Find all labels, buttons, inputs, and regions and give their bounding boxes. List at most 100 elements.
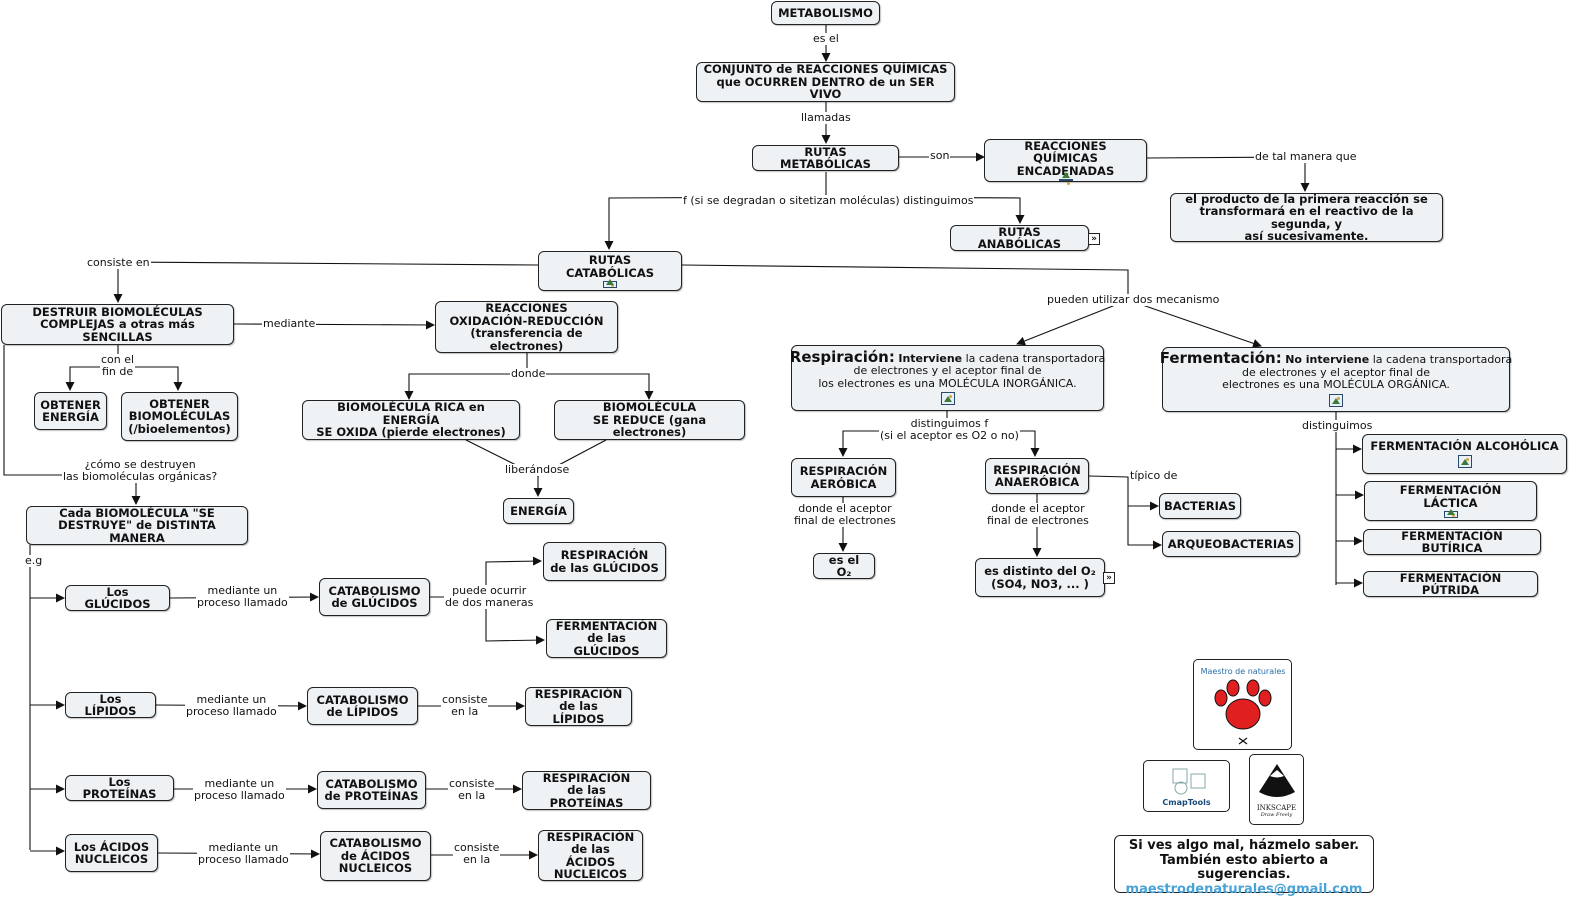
respiracion-rest2: de electrones y el aceptor final de	[853, 364, 1042, 378]
email-link[interactable]: maestrodenaturales@gmail.com	[1125, 881, 1363, 897]
label-tipico-de: típico de	[1129, 469, 1179, 482]
node-producto[interactable]: el producto de la primera reacción se tr…	[1170, 191, 1443, 243]
node-rutas-metabolicas[interactable]: RUTAS METABÓLICAS	[752, 145, 899, 171]
label-distinguimos: distinguimos	[1301, 419, 1374, 432]
node-resp-anaerobica[interactable]: RESPIRACIÓN ANAERÓBICA	[985, 458, 1089, 494]
node-text: RUTAS METABÓLICAS	[780, 144, 871, 171]
image-icon[interactable]	[1058, 172, 1073, 186]
node-respiracion-glucidos[interactable]: RESPIRACIÓN de las GLÚCIDOS	[543, 542, 666, 581]
link-mecanismo	[681, 264, 1129, 300]
node-arqueobacterias[interactable]: ARQUEOBACTERIAS	[1162, 531, 1300, 557]
node-text: BACTERIAS	[1163, 498, 1237, 513]
image-icon[interactable]	[940, 392, 955, 406]
fermentacion-title: Fermentación:	[1159, 349, 1282, 368]
inkscape-icon	[1258, 763, 1295, 797]
node-distinto-o2[interactable]: es distinto del O₂ (SO4, NO3, ... )	[975, 558, 1105, 597]
label-de-tal-manera: de tal manera que	[1254, 150, 1358, 163]
node-respiracion-acidos[interactable]: RESPIRACIÓN de las ÁCIDOS NUCLEICOS	[538, 830, 643, 881]
node-text: CONJUNTO de REACCIONES QUÍMICAS que OCUR…	[703, 62, 948, 102]
node-text: Los LÍPIDOS	[84, 691, 137, 718]
label-donde: donde	[510, 367, 547, 380]
node-ferm-lactica[interactable]: FERMENTACIÓN LÁCTICA	[1364, 481, 1537, 521]
label-consiste-acidos: consiste en la	[453, 841, 501, 866]
link-fin2	[118, 366, 183, 391]
label-donde-aceptor-anaerobica: donde el aceptor final de electrones	[986, 502, 1090, 527]
node-text: RESPIRACIÓN ANAERÓBICA	[993, 462, 1081, 489]
node-catabolismo-proteinas[interactable]: CATABOLISMO de PROTEÍNAS	[317, 771, 426, 809]
image-icon[interactable]	[1329, 393, 1343, 407]
node-ferm-putrida[interactable]: FERMENTACIÓN PÚTRIDA	[1363, 571, 1538, 597]
label-consiste-lipidos: consiste en la	[441, 693, 489, 718]
fermentacion-rest3: electrones es una MOLÉCULA ORGÁNICA.	[1222, 378, 1450, 392]
node-text: OBTENER BIOMOLÉCULAS (/bioelementos)	[128, 396, 231, 436]
label-liberandose: liberándose	[504, 463, 571, 476]
node-text: BIOMOLÉCULA RICA en ENERGÍA SE OXIDA (pi…	[316, 400, 506, 440]
node-fermentacion[interactable]: Fermentación: No interviene la cadena tr…	[1159, 347, 1512, 412]
node-text: es el O₂	[828, 552, 860, 579]
node-catabolismo-glucidos[interactable]: CATABOLISMO de GLÚCIDOS	[319, 578, 430, 616]
node-ferm-butirica[interactable]: FERMENTACIÓN BUTÍRICA	[1363, 529, 1541, 555]
cmaptools-logo: CmapTools	[1143, 760, 1230, 812]
node-text: CATABOLISMO de ÁCIDOS NUCLEICOS	[329, 836, 422, 876]
node-energia[interactable]: ENERGÍA	[503, 498, 574, 524]
node-text: DESTRUIR BIOMOLÉCULAS COMPLEJAS a otras …	[32, 304, 203, 344]
node-text: CATABOLISMO de LÍPIDOS	[316, 692, 409, 719]
link-liberandose2	[533, 439, 607, 497]
node-cada-biomolecula[interactable]: Cada BIOMOLÉCULA "SE DESTRUYE" de DISTIN…	[26, 506, 248, 545]
node-text: REACCIONES QUÍMICAS ENCADENADAS	[1016, 138, 1115, 178]
node-biomolecula-rica[interactable]: BIOMOLÉCULA RICA en ENERGÍA SE OXIDA (pi…	[302, 400, 520, 440]
inkscape-text: INKSCAPE	[1256, 803, 1297, 812]
image-icon[interactable]	[603, 279, 617, 288]
node-proteinas[interactable]: Los PROTEÍNAS	[65, 775, 174, 801]
label-son: son	[929, 149, 951, 162]
node-obtener-biomoleculas[interactable]: OBTENER BIOMOLÉCULAS (/bioelementos)	[121, 392, 238, 441]
node-es-o2[interactable]: es el O₂	[813, 553, 875, 579]
link-fermentacion	[1127, 299, 1262, 348]
respiracion-bold: Interviene	[898, 351, 963, 365]
label-distinguimos-f: f (si se degradan o sitetizan moléculas)…	[682, 194, 975, 207]
node-text: RESPIRACIÓN de las ÁCIDOS NUCLEICOS	[546, 829, 635, 881]
expand-icon[interactable]: »	[1103, 572, 1115, 584]
node-text: RUTAS ANABÓLICAS	[977, 224, 1062, 251]
node-text: FERMENTACIÓN ALCOHÓLICA	[1370, 439, 1559, 454]
node-obtener-energia[interactable]: OBTENER ENERGÍA	[34, 392, 107, 430]
node-glucidos[interactable]: Los GLÚCIDOS	[65, 585, 170, 611]
node-rutas-catabolicas[interactable]: RUTAS CATABÓLICAS	[538, 251, 682, 291]
node-metabolismo[interactable]: METABOLISMO	[771, 1, 880, 25]
node-bacterias[interactable]: BACTERIAS	[1159, 493, 1241, 519]
respiracion-title: Respiración:	[789, 347, 895, 366]
node-acidos[interactable]: Los ÁCIDOS NUCLEICOS	[65, 834, 158, 872]
node-respiracion[interactable]: Respiración: Interviene la cadena transp…	[789, 345, 1105, 411]
node-destruir[interactable]: DESTRUIR BIOMOLÉCULAS COMPLEJAS a otras …	[1, 304, 234, 345]
expand-icon[interactable]: »	[1088, 233, 1100, 245]
node-catabolismo-acidos[interactable]: CATABOLISMO de ÁCIDOS NUCLEICOS	[320, 831, 431, 881]
node-fermentacion-glucidos[interactable]: FERMENTACIÓN de las GLÚCIDOS	[546, 619, 667, 658]
node-text: REACCIONES OXIDACIÓN-REDUCCIÓN (transfer…	[449, 301, 604, 353]
node-text: Los GLÚCIDOS	[84, 584, 151, 611]
node-resp-aerobica[interactable]: RESPIRACIÓN AERÓBICA	[791, 458, 896, 497]
node-text: ARQUEOBACTERIAS	[1167, 536, 1295, 551]
node-text: es distinto del O₂ (SO4, NO3, ... )	[984, 564, 1096, 591]
note-line1: Si ves algo mal, házmelo saber.	[1128, 838, 1360, 853]
node-biomolecula-reduce[interactable]: BIOMOLÉCULA SE REDUCE (gana electrones)	[554, 400, 745, 440]
node-respiracion-lipidos[interactable]: RESPIRACIÓN de las LÍPIDOS	[525, 687, 632, 726]
node-lipidos[interactable]: Los LÍPIDOS	[65, 692, 156, 718]
node-text: el producto de la primera reacción se tr…	[1185, 191, 1428, 243]
node-conjunto[interactable]: CONJUNTO de REACCIONES QUÍMICAS que OCUR…	[696, 62, 955, 102]
image-icon[interactable]	[1457, 454, 1472, 468]
node-text: Los ÁCIDOS NUCLEICOS	[73, 839, 150, 866]
link-respiracion	[1016, 299, 1129, 346]
node-reacciones-encadenadas[interactable]: REACCIONES QUÍMICAS ENCADENADAS	[984, 138, 1147, 186]
node-respiracion-proteinas[interactable]: RESPIRACIÓN de las PROTEÍNAS	[522, 771, 651, 810]
node-catabolismo-lipidos[interactable]: CATABOLISMO de LÍPIDOS	[307, 687, 418, 725]
node-text: FERMENTACIÓN de las GLÚCIDOS	[555, 618, 658, 658]
inkscape-logo: INKSCAPE Draw Freely	[1249, 754, 1304, 825]
node-ferm-alcoholica[interactable]: FERMENTACIÓN ALCOHÓLICA	[1362, 434, 1567, 474]
node-rutas-anabolicas[interactable]: RUTAS ANABÓLICAS	[950, 225, 1089, 251]
feedback-note: Si ves algo mal, házmelo saber. También …	[1114, 835, 1374, 896]
image-icon[interactable]	[1443, 509, 1458, 518]
node-redox[interactable]: REACCIONES OXIDACIÓN-REDUCCIÓN (transfer…	[435, 301, 618, 353]
node-text: RESPIRACIÓN de las LÍPIDOS	[534, 686, 623, 726]
label-consiste-proteinas: consiste en la	[448, 777, 496, 802]
